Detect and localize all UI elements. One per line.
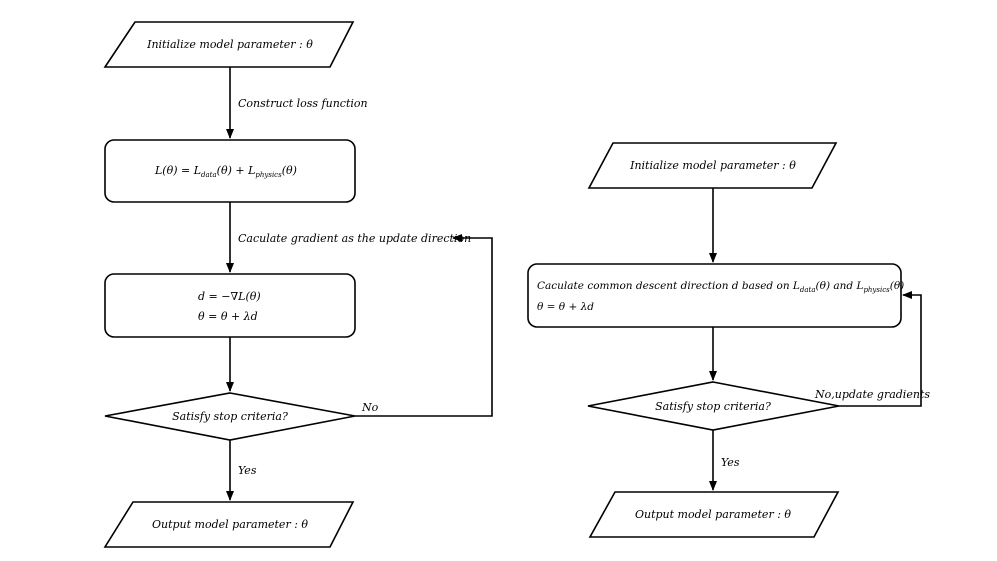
left-update-line2: θ = θ + λd (198, 310, 258, 323)
left-output-label: Output model parameter : θ (152, 518, 308, 531)
left-decision-label: Satisfy stop criteria? (172, 410, 288, 423)
left-construct-label: Construct loss function (238, 97, 368, 110)
descent-sub-data: data (800, 286, 816, 294)
left-no-label: No (361, 401, 379, 414)
left-update-line1: d = −∇L(θ) (198, 290, 261, 303)
loss-sub-data: data (201, 171, 217, 179)
left-gradient-label: Caculate gradient as the update directio… (238, 232, 471, 245)
right-update-line: θ = θ + λd (537, 301, 594, 313)
right-descent-node (527, 263, 902, 328)
loss-end: (θ) (282, 164, 297, 177)
descent-part1: Caculate common descent direction d base… (537, 280, 800, 292)
right-no-label: No,update gradients (814, 388, 930, 401)
loss-sub-physics: physics (255, 171, 282, 179)
loss-lhs: L(θ) = L (154, 164, 201, 177)
right-yes-label: Yes (721, 456, 740, 469)
left-init-label: Initialize model parameter : θ (146, 38, 313, 51)
loss-mid: (θ) + L (217, 164, 256, 177)
left-update-node (104, 273, 356, 338)
left-output-node (103, 501, 355, 548)
right-init-label: Initialize model parameter : θ (629, 159, 796, 172)
left-no-loop-arrow (355, 234, 493, 417)
right-no-loop-arrow (839, 291, 922, 407)
right-output-label: Output model parameter : θ (635, 508, 791, 521)
right-decision-label: Satisfy stop criteria? (655, 400, 771, 413)
right-descent-formula: Caculate common descent direction d base… (537, 280, 904, 294)
left-yes-label: Yes (238, 464, 257, 477)
right-init-node (587, 142, 838, 189)
descent-part2: (θ) and L (816, 280, 864, 292)
left-flowchart: Initialize model parameter : θ Construct… (103, 21, 493, 548)
left-loss-formula: L(θ) = Ldata(θ) + Lphysics(θ) (154, 164, 297, 179)
descent-part3: (θ) (890, 280, 905, 292)
left-init-node (103, 21, 355, 68)
descent-sub-physics: physics (863, 286, 890, 294)
right-output-node (588, 491, 840, 538)
right-flowchart: Initialize model parameter : θ Caculate … (527, 142, 930, 538)
